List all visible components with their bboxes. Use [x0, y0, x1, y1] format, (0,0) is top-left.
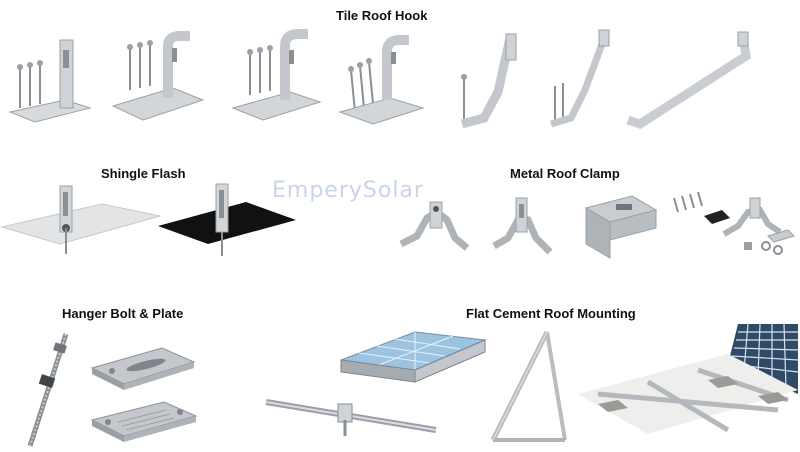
section-title-hanger-bolt-plate: Hanger Bolt & Plate — [62, 306, 184, 321]
tile-hook-image-2 — [111, 31, 205, 121]
section-title-shingle-flash: Shingle Flash — [101, 166, 186, 181]
watermark: EmperySolar — [272, 178, 424, 203]
tile-hook-image-3 — [231, 29, 322, 121]
hanger-bolt-image — [27, 333, 69, 447]
tile-hook-image-4 — [338, 35, 425, 125]
section-title-flat-cement-roof-mounting: Flat Cement Roof Mounting — [466, 306, 636, 321]
shingle-flash-silver-image — [0, 185, 161, 254]
metal-clamp-kit-image — [673, 191, 795, 255]
flat-roof-panels-image — [340, 331, 487, 383]
flat-roof-rail-image — [265, 399, 437, 436]
flat-roof-system-image — [578, 323, 799, 434]
tile-hook-image-6 — [549, 29, 610, 128]
flat-roof-triangle-bracket-image — [490, 330, 567, 442]
tile-hook-image-7 — [626, 31, 751, 129]
metal-clamp-image-2 — [492, 197, 553, 255]
shingle-flash-black-image — [158, 183, 296, 256]
section-title-metal-roof-clamp: Metal Roof Clamp — [510, 166, 620, 181]
tile-hook-image-1 — [8, 39, 92, 123]
hanger-plate-image-1 — [90, 347, 196, 390]
tile-hook-image-5 — [460, 33, 517, 129]
metal-clamp-image-1 — [399, 201, 470, 251]
hanger-plate-image-2 — [90, 401, 198, 442]
section-title-tile-roof-hook: Tile Roof Hook — [336, 8, 428, 23]
metal-clamp-image-3 — [584, 195, 658, 259]
